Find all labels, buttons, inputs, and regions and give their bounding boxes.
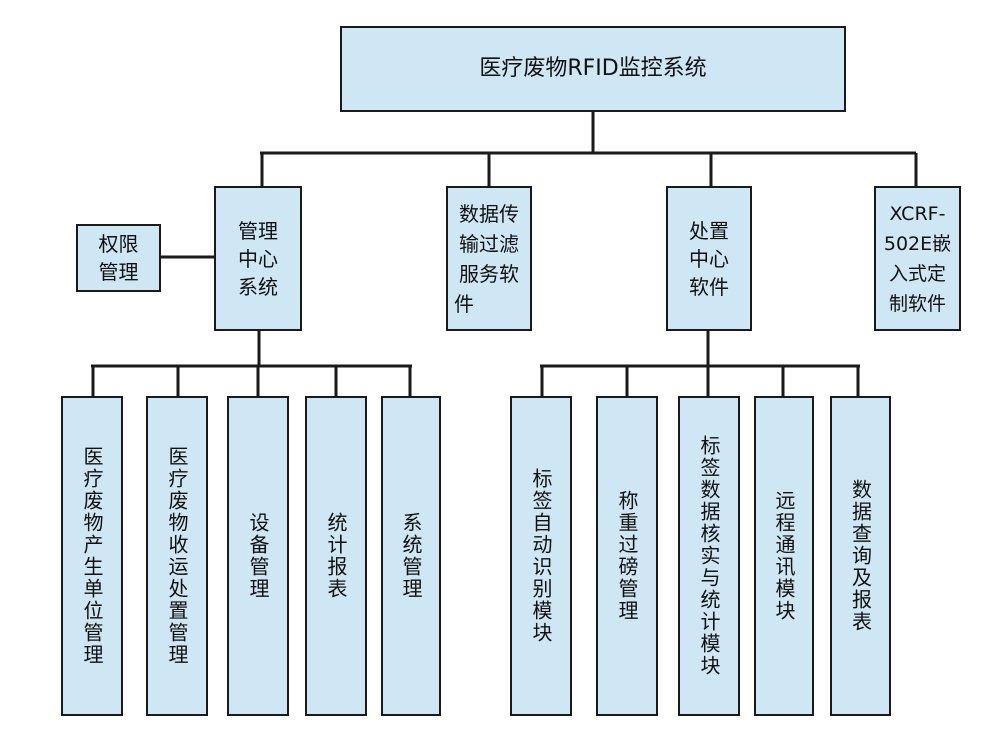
disposal-child-weighing: 称重过磅管理 bbox=[596, 396, 658, 716]
mgmt-child-device: 设备管理 bbox=[227, 396, 289, 716]
root-node: 医疗废物RFID监控系统 bbox=[340, 26, 846, 112]
mgmt-child-label: 医疗废物收运处置管理 bbox=[165, 446, 189, 666]
xcrf-node: XCRF- 502E嵌 入式定 制软件 bbox=[874, 186, 961, 331]
mgmt-child-label: 医疗废物产生单位管理 bbox=[80, 446, 104, 666]
mgmt-child-waste-collection: 医疗废物收运处置管理 bbox=[146, 396, 208, 716]
permission-label-line-1: 权限 bbox=[98, 232, 139, 256]
data-filter-label-line-1: 数据传 bbox=[459, 201, 519, 226]
permission-label-line-2: 管理 bbox=[98, 260, 139, 284]
xcrf-label-line-3: 入式定 bbox=[888, 262, 946, 285]
mgmt-center-label-line-3: 系统 bbox=[238, 274, 278, 299]
mgmt-center-label-line-2: 中心 bbox=[238, 246, 278, 271]
mgmt-child-waste-producer: 医疗废物产生单位管理 bbox=[61, 396, 123, 716]
disposal-child-tag-recognition: 标签自动识别模块 bbox=[510, 396, 572, 716]
mgmt-child-statistics: 统计报表 bbox=[305, 396, 367, 716]
data-filter-label-line-4: 件 bbox=[454, 291, 474, 316]
disposal-child-label: 标签自动识别模块 bbox=[529, 468, 553, 644]
disposal-center-node: 处置 中心 软件 bbox=[666, 186, 752, 331]
data-filter-node: 数据传 输过滤 服务软 件 bbox=[446, 186, 532, 331]
mgmt-child-label: 统计报表 bbox=[324, 512, 348, 600]
data-filter-label-line-2: 输过滤 bbox=[459, 231, 519, 256]
permission-node: 权限 管理 bbox=[76, 224, 161, 292]
root-label: 医疗废物RFID监控系统 bbox=[479, 56, 707, 81]
mgmt-child-label: 设备管理 bbox=[246, 512, 270, 600]
xcrf-label-line-4: 制软件 bbox=[888, 292, 946, 315]
mgmt-center-label-line-1: 管理 bbox=[238, 218, 278, 243]
disposal-center-label-line-1: 处置 bbox=[689, 218, 729, 243]
disposal-child-label: 标签数据核实与统计模块 bbox=[697, 435, 721, 677]
disposal-child-query-report: 数据查询及报表 bbox=[830, 396, 891, 716]
disposal-child-tag-verification: 标签数据核实与统计模块 bbox=[678, 396, 740, 716]
disposal-center-label-line-2: 中心 bbox=[689, 246, 729, 271]
mgmt-center-node: 管理 中心 系统 bbox=[214, 186, 302, 331]
mgmt-child-system: 系统管理 bbox=[381, 396, 441, 716]
data-filter-label-line-3: 服务软 bbox=[459, 261, 519, 286]
mgmt-child-label: 系统管理 bbox=[399, 512, 423, 600]
disposal-center-label-line-3: 软件 bbox=[689, 274, 729, 299]
disposal-child-label: 称重过磅管理 bbox=[615, 490, 639, 622]
disposal-child-remote-comm: 远程通讯模块 bbox=[754, 396, 814, 716]
xcrf-label-line-1: XCRF- bbox=[889, 202, 946, 225]
disposal-child-label: 远程通讯模块 bbox=[772, 490, 796, 622]
disposal-child-label: 数据查询及报表 bbox=[848, 479, 873, 633]
xcrf-label-line-2: 502E嵌 bbox=[883, 232, 952, 255]
